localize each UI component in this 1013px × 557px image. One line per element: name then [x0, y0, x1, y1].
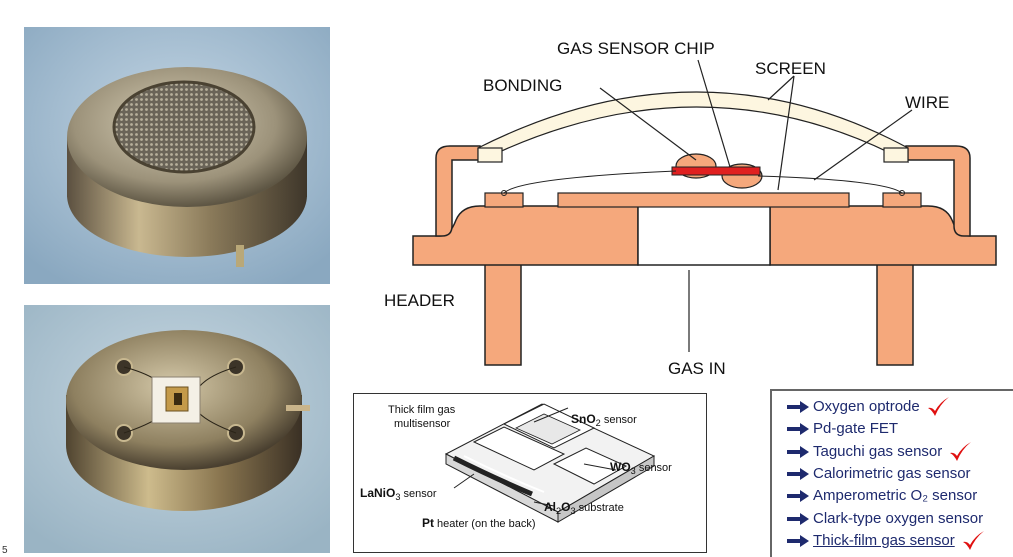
bond-wire-right: [757, 175, 903, 194]
label-gas-sensor-chip: GAS SENSOR CHIP: [557, 39, 715, 58]
right-arrow-icon: [787, 512, 809, 525]
gas-sensor-cross-section-diagram: GAS SENSOR CHIP BONDING SCREEN WIRE HEAD…: [384, 39, 997, 378]
sensor-list-item: Taguchi gas sensor: [786, 441, 1013, 463]
sensor-list-item: Thick-film gas sensor: [786, 530, 1013, 552]
sensor-list-item-label: Pd-gate FET: [813, 420, 899, 438]
right-arrow-icon: [787, 534, 809, 547]
header-pin-left: [484, 262, 522, 366]
gas-inlet-channel: [637, 205, 771, 266]
thick-film-drawing: [444, 403, 656, 523]
label-al2o3-substrate: Al2O3 substrate: [544, 500, 624, 517]
bond-wire-left: [503, 170, 677, 194]
right-arrow-icon: [787, 490, 809, 503]
right-arrow-icon: [787, 468, 809, 481]
label-header: HEADER: [384, 291, 455, 310]
sensor-list-item-label: Amperometric O₂ sensor: [813, 487, 978, 505]
sensor-list-item: Pd-gate FET: [786, 418, 1013, 440]
label-gas-in: GAS IN: [668, 359, 726, 378]
sensor-list-item: Calorimetric gas sensor: [786, 463, 1013, 485]
sensor-list-item: Amperometric O₂ sensor: [786, 485, 1013, 507]
screen-mesh: [477, 91, 909, 163]
page-number: 5: [2, 545, 8, 556]
right-arrow-icon: [787, 445, 809, 458]
sensor-open-photo: [24, 305, 330, 553]
sensor-assembled-photo: [24, 27, 330, 284]
thick-film-title-line2: multisensor: [394, 418, 451, 430]
thick-film-title-line1: Thick film gas: [388, 404, 456, 416]
label-sno2-sensor: SnO2 sensor: [571, 412, 637, 429]
substrate: [557, 192, 850, 208]
label-screen: SCREEN: [755, 59, 826, 78]
label-pt-heater: Pt heater (on the back): [422, 516, 536, 530]
label-bonding: BONDING: [483, 76, 562, 95]
cap-wall-right: [905, 145, 971, 237]
sensor-list-item-label: Oxygen optrode: [813, 398, 920, 416]
thick-film-multisensor-figure: Thick film gas multisensor SnO2 sensor W…: [353, 393, 707, 553]
sensor-list-item: Oxygen optrode: [786, 396, 1013, 418]
sensor-list-item-label: Clark-type oxygen sensor: [813, 509, 984, 527]
sensor-list-item-label: Calorimetric gas sensor: [813, 465, 971, 483]
header-pin-right: [876, 262, 914, 366]
right-arrow-icon: [787, 423, 809, 436]
sensor-list-item-label: Thick-film gas sensor: [813, 531, 955, 549]
label-wire: WIRE: [905, 93, 949, 112]
sensor-list-item: Clark-type oxygen sensor: [786, 507, 1013, 529]
label-lanio3-sensor: LaNiO3 sensor: [360, 486, 437, 503]
check-mark-icon: [950, 441, 972, 461]
cap-wall-left: [435, 145, 481, 237]
check-mark-icon: [962, 530, 984, 550]
gas-sensor-chip: [671, 166, 761, 176]
sensor-list-item-label: Taguchi gas sensor: [813, 442, 943, 460]
check-mark-icon: [927, 397, 949, 417]
label-wo3-sensor: WO3 sensor: [610, 460, 672, 477]
right-arrow-icon: [787, 401, 809, 414]
